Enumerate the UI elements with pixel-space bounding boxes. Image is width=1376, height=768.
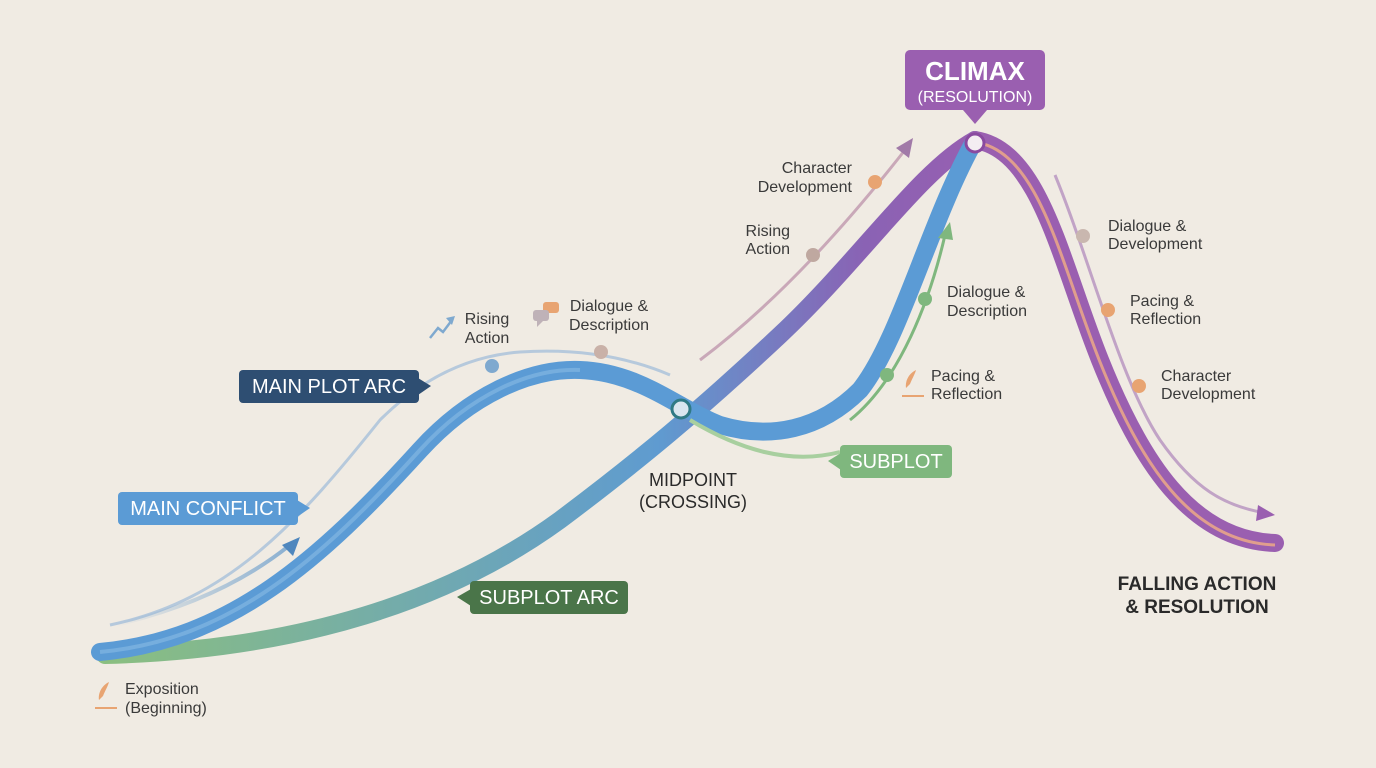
- climax-subtitle: (RESOLUTION): [918, 89, 1033, 106]
- trend-up-icon: [429, 316, 455, 339]
- subplot-rise-arrow: [849, 234, 947, 422]
- sub-pacing-line1: Pacing &: [931, 368, 995, 385]
- main-plot-arc-highlight: [99, 367, 581, 654]
- main-plot-arc-tag: MAIN PLOT ARC: [239, 370, 431, 403]
- exposition-line2: (Beginning): [125, 700, 207, 717]
- falling-arrowhead: [1256, 505, 1275, 521]
- falling-action-inner-line: [974, 140, 1276, 547]
- speech-bubbles-icon: [533, 302, 559, 327]
- subplot-tag: SUBPLOT: [828, 445, 952, 478]
- marker-main-dialogue: [594, 345, 608, 359]
- fall-dialogue-line1: Dialogue &: [1108, 218, 1187, 235]
- main-dialogue-line2: Description: [569, 317, 649, 334]
- subplot-return-curve: [688, 418, 841, 459]
- subplot-label: SUBPLOT: [849, 451, 942, 473]
- subplot-arc-label: SUBPLOT ARC: [479, 587, 619, 609]
- marker-sub-dialogue: [918, 292, 932, 306]
- main-conflict-arrow: [114, 543, 292, 627]
- quill-icon: [95, 682, 117, 709]
- main-conflict-arrowhead: [282, 537, 300, 556]
- sub-dialogue-line1: Dialogue &: [947, 284, 1026, 301]
- climax-callout: CLIMAX (RESOLUTION): [905, 50, 1045, 124]
- falling-arrow: [1053, 174, 1261, 514]
- marker-main-rising: [485, 359, 499, 373]
- main-conflict-tag: MAIN CONFLICT: [118, 492, 310, 525]
- midpoint-marker: [670, 398, 692, 420]
- main-conflict-label: MAIN CONFLICT: [130, 498, 286, 520]
- main-rising-line1: Rising: [465, 311, 509, 328]
- fall-pacing-line2: Reflection: [1130, 311, 1201, 328]
- subplot-rise-arrowhead: [938, 222, 953, 240]
- marker-sub-pacing: [880, 368, 894, 382]
- main-plot-arc-band: [91, 131, 984, 661]
- climax-title: CLIMAX: [925, 56, 1025, 86]
- upper-rising-line1: Rising: [746, 223, 790, 240]
- upper-rising-line2: Action: [746, 241, 790, 258]
- fall-character-line2: Development: [1161, 386, 1256, 403]
- sub-pacing-line2: Reflection: [931, 386, 1002, 403]
- main-rising-line2: Action: [465, 330, 509, 347]
- midpoint-title: MIDPOINT: [649, 470, 737, 490]
- falling-action-band: [966, 131, 1284, 552]
- sub-dialogue-line2: Description: [947, 303, 1027, 320]
- marker-upper-character: [868, 175, 882, 189]
- upper-character-line2: Development: [758, 179, 853, 196]
- upper-character-line1: Character: [782, 160, 853, 177]
- quill-icon: [902, 370, 924, 397]
- subplot-arc-band: [96, 131, 984, 664]
- fall-pacing-line1: Pacing &: [1130, 293, 1194, 310]
- main-plot-arc-label: MAIN PLOT ARC: [252, 376, 406, 398]
- subplot-arc-tag: SUBPLOT ARC: [457, 581, 628, 614]
- main-dialogue-line1: Dialogue &: [570, 298, 649, 315]
- upper-rising-arrowhead: [896, 138, 913, 158]
- marker-fall-pacing: [1101, 303, 1115, 317]
- marker-fall-dialogue: [1076, 229, 1090, 243]
- marker-upper-rising: [806, 248, 820, 262]
- exposition-line1: Exposition: [125, 681, 199, 698]
- climax-marker: [964, 132, 986, 154]
- fall-character-line1: Character: [1161, 368, 1232, 385]
- fall-dialogue-line2: Development: [1108, 236, 1203, 253]
- falling-title-line2: & RESOLUTION: [1125, 597, 1269, 618]
- midpoint-subtitle: (CROSSING): [639, 492, 747, 512]
- falling-title-line1: FALLING ACTION: [1118, 574, 1277, 595]
- marker-fall-character: [1132, 379, 1146, 393]
